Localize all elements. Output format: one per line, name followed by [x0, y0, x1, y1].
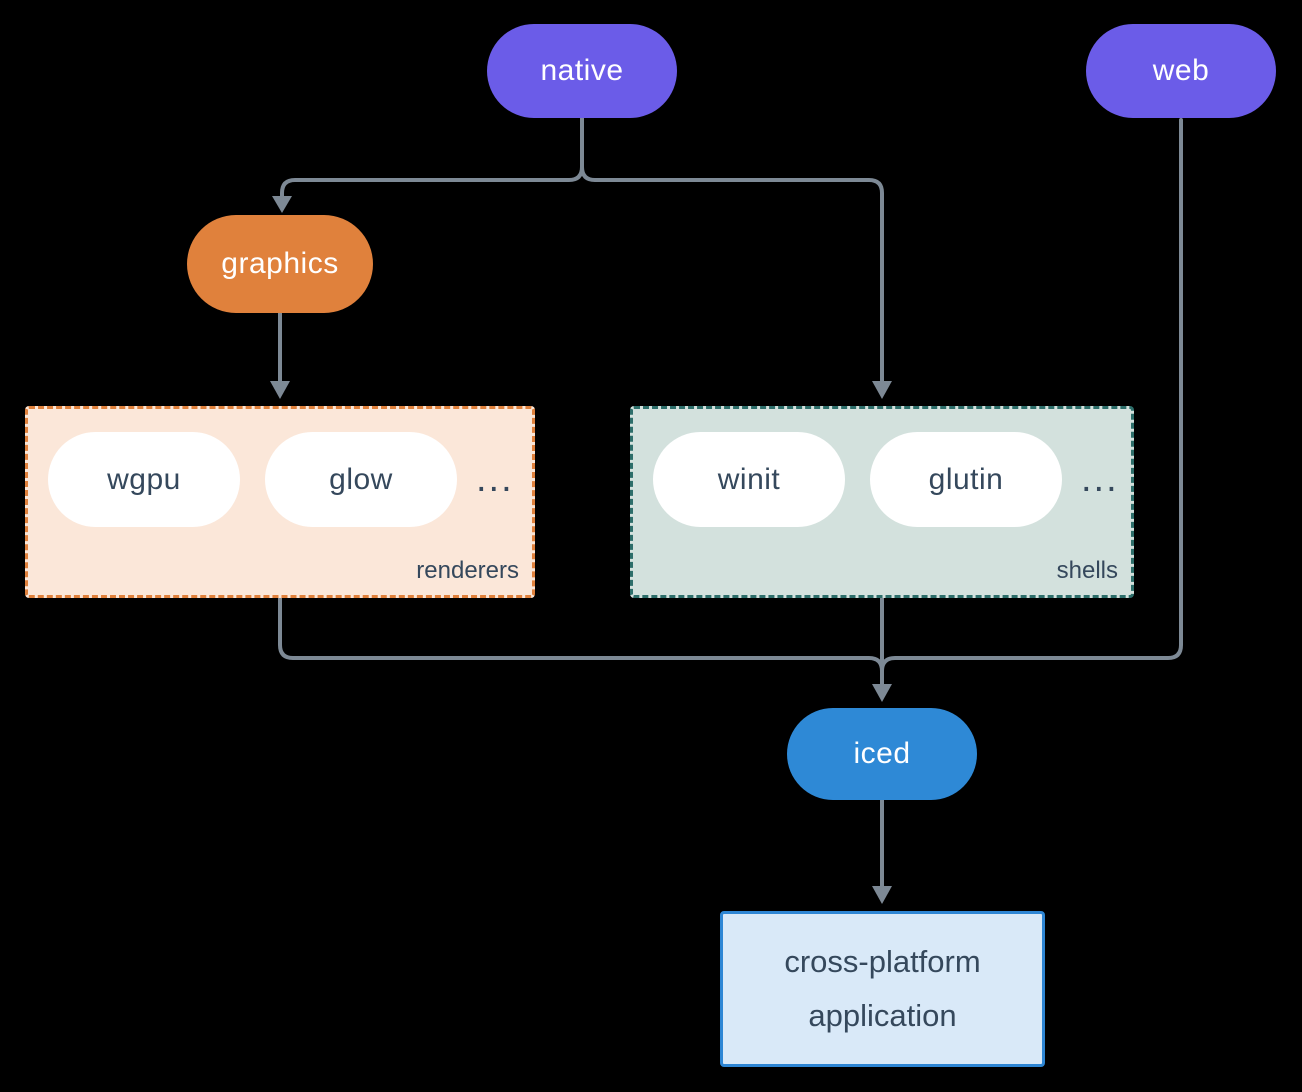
node-winit-label: winit: [717, 462, 781, 496]
arrowhead-iced: [872, 684, 892, 702]
node-web-label: web: [1152, 54, 1210, 87]
edge-renderers-iced: [278, 596, 884, 673]
group-renderers: wgpu glow ... renderers: [25, 406, 535, 598]
node-glutin: glutin: [870, 432, 1062, 527]
node-native: native: [487, 24, 677, 118]
renderers-group-label: renderers: [416, 557, 519, 584]
node-wgpu-label: wgpu: [107, 462, 181, 496]
renderers-ellipsis: ...: [476, 458, 514, 500]
group-shells: winit glutin ... shells: [630, 406, 1134, 598]
arrowhead-renderers: [270, 381, 290, 399]
node-glow: glow: [265, 432, 457, 527]
arrowhead-app: [872, 886, 892, 904]
shells-group-label: shells: [1056, 557, 1118, 584]
node-cross-platform-application: cross-platform application: [720, 911, 1045, 1067]
shells-ellipsis: ...: [1081, 458, 1119, 500]
arrowhead-shells: [872, 381, 892, 399]
edge-native-shells: [580, 116, 884, 385]
node-native-label: native: [540, 54, 624, 87]
node-iced-label: iced: [853, 737, 911, 770]
node-wgpu: wgpu: [48, 432, 240, 527]
node-web: web: [1086, 24, 1276, 118]
node-graphics-label: graphics: [221, 247, 339, 280]
node-graphics: graphics: [187, 215, 373, 313]
arrowhead-graphics: [272, 196, 292, 213]
edge-native-graphics: [280, 116, 584, 200]
node-app-label: cross-platform application: [784, 944, 981, 1033]
node-glutin-label: glutin: [928, 462, 1004, 496]
node-winit: winit: [653, 432, 845, 527]
node-iced: iced: [787, 708, 977, 800]
node-glow-label: glow: [329, 462, 393, 496]
